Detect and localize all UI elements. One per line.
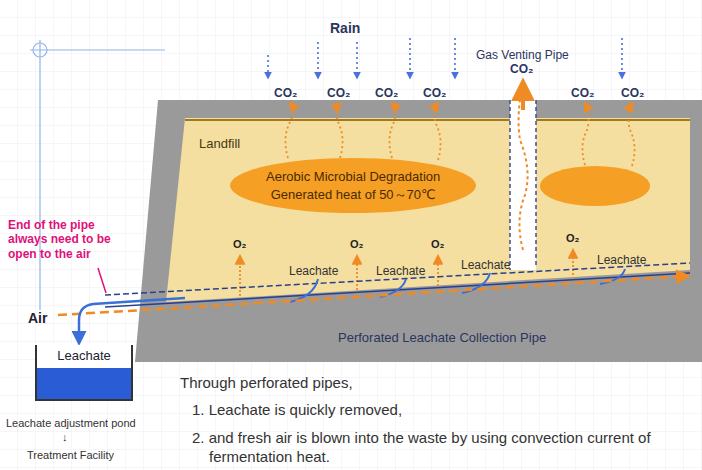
label: CO₂ — [375, 86, 398, 100]
label: O₂ — [233, 238, 246, 250]
leachate-tank: Leachate — [35, 345, 133, 401]
label: Leachate — [289, 264, 338, 278]
label: Treatment Facility — [27, 449, 114, 461]
node-text: Generated heat of 50～70℃ — [271, 186, 436, 204]
label: O₂ — [566, 232, 579, 244]
label: 2. and fresh air is blown into the waste… — [192, 429, 702, 467]
label: Leachate adjustment pond — [6, 417, 136, 429]
node-text: Leachate — [37, 345, 131, 363]
label: CO₂ — [510, 62, 533, 76]
label: CO₂ — [423, 86, 446, 100]
label: ↓ — [62, 431, 68, 443]
label: Through perforated pipes, — [180, 374, 353, 391]
label: Leachate — [597, 253, 646, 267]
label: O₂ — [350, 238, 363, 250]
leachate-flow — [79, 298, 185, 343]
label: Air — [28, 310, 47, 326]
node-text: Aerobic Microbial Degradation — [266, 168, 440, 186]
label: CO₂ — [621, 86, 644, 100]
label: O₂ — [431, 238, 444, 250]
label: Gas Venting Pipe — [476, 48, 569, 62]
label: Rain — [330, 20, 360, 36]
label: End of the pipe always need to be open t… — [8, 218, 136, 261]
node-text: Landfill — [199, 136, 240, 151]
label: Perforated Leachate Collection Pipe — [338, 330, 546, 345]
label: Leachate — [461, 258, 510, 272]
label: 1. Leachate is quickly removed, — [192, 401, 402, 418]
label: CO₂ — [274, 86, 297, 100]
label: CO₂ — [571, 86, 594, 100]
degradation-ellipse: Aerobic Microbial DegradationGenerated h… — [230, 158, 476, 213]
label: Leachate — [376, 264, 425, 278]
label: CO₂ — [327, 86, 350, 100]
